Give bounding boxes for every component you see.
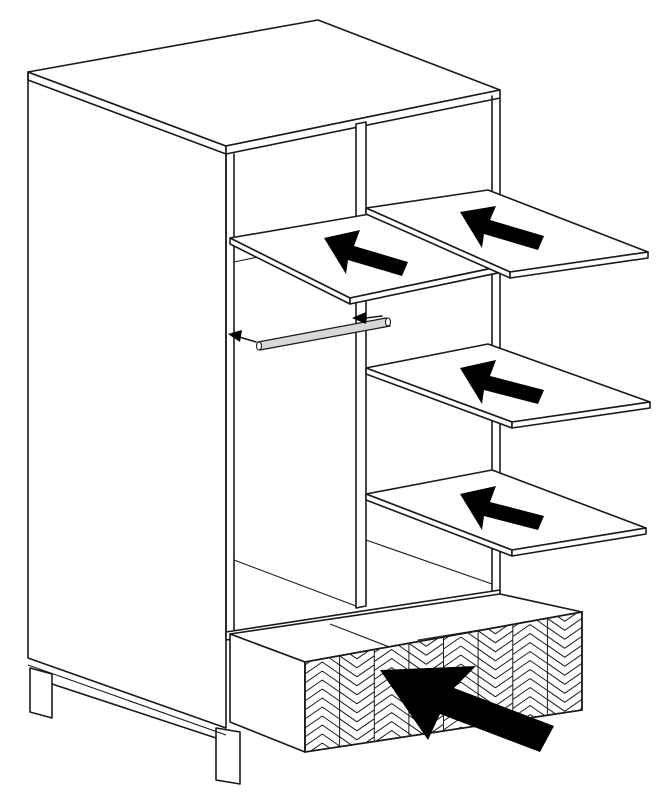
- center-divider: [355, 121, 367, 609]
- arrow-icon: [324, 230, 408, 276]
- arrow-icon: [460, 206, 544, 250]
- rail-right-arrow-icon: [352, 312, 366, 324]
- hanging-rail: [228, 312, 392, 351]
- direction-arrows: [324, 206, 554, 752]
- arrow-icon: [460, 360, 544, 404]
- arrow-icon: [460, 486, 544, 530]
- arrow-icon: [380, 666, 554, 752]
- rail-left-arrow-icon: [228, 330, 242, 342]
- cabinet-legs: [29, 667, 241, 785]
- cabinet-left-side: [27, 71, 227, 729]
